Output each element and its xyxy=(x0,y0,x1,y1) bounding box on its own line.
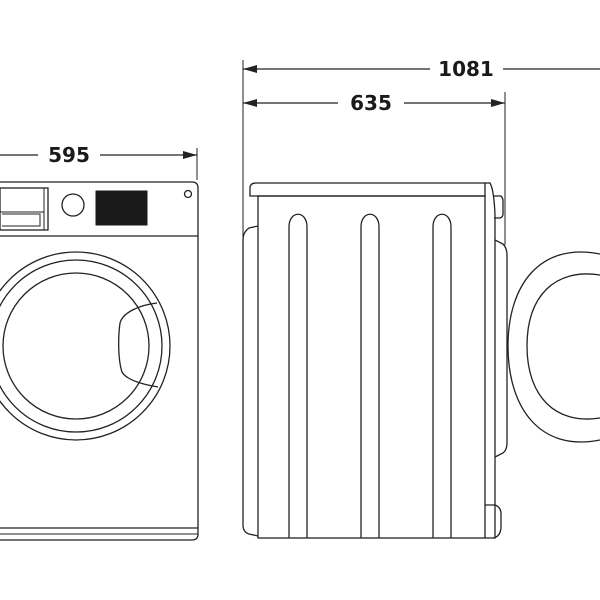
drawer-outline xyxy=(0,187,49,231)
drum-lifter-icon xyxy=(360,213,380,538)
dimension-label-1081: 1081 xyxy=(438,57,494,81)
drum-lifter-icon xyxy=(432,213,452,538)
program-knob-icon xyxy=(61,193,85,217)
door-glass xyxy=(2,272,150,420)
dimension-635: 635 xyxy=(243,91,506,245)
door-frame xyxy=(0,259,163,433)
open-door-inner xyxy=(526,273,600,420)
front-foot-profile xyxy=(485,504,502,539)
side-view xyxy=(242,182,508,539)
front-view xyxy=(0,181,199,541)
dimension-label-635: 635 xyxy=(350,91,392,115)
arrowhead-right xyxy=(491,99,505,107)
open-door xyxy=(507,251,600,443)
door-handle xyxy=(118,302,159,388)
dimension-1081: 1081 xyxy=(242,57,600,245)
display-panel xyxy=(95,190,148,226)
door-profile xyxy=(494,239,508,458)
drawer-handle xyxy=(2,213,41,227)
power-button-icon xyxy=(183,189,193,199)
dimension-595: 595 xyxy=(0,143,198,180)
detergent-drawer xyxy=(0,187,49,231)
dimension-label-595: 595 xyxy=(48,143,90,167)
arrowhead-left xyxy=(243,99,257,107)
worktop xyxy=(249,182,486,197)
rear-bulge xyxy=(242,225,259,537)
arrowhead-right xyxy=(183,151,197,159)
door-outer-ring xyxy=(0,251,171,441)
side-body xyxy=(257,195,486,539)
front-panel-edge xyxy=(485,182,496,539)
knob-profile xyxy=(494,195,504,219)
drum-lifter-icon xyxy=(288,213,308,538)
arrowhead-left xyxy=(243,65,257,73)
front-body-outline xyxy=(0,181,199,528)
open-door-outer xyxy=(507,251,600,443)
